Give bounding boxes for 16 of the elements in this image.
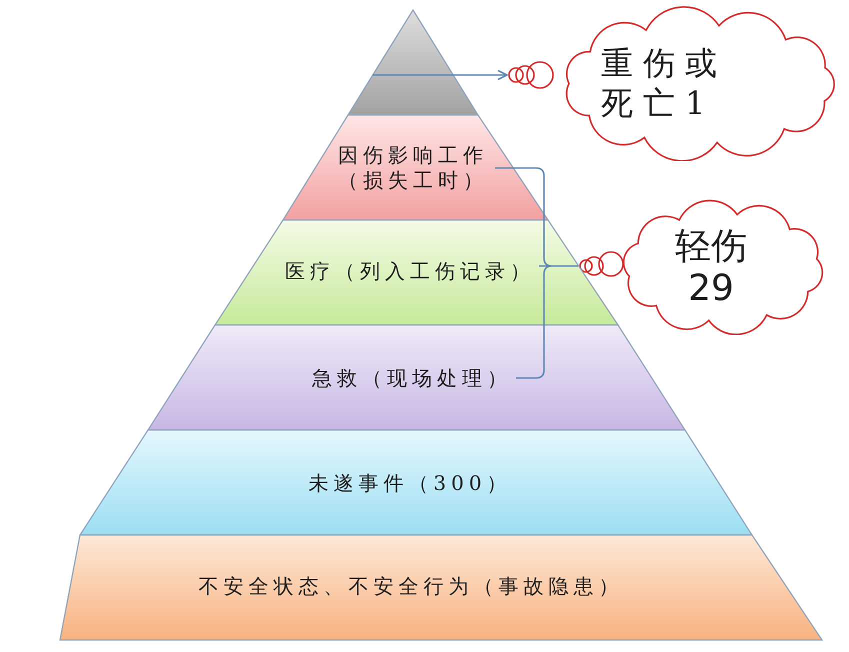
thought-cloud — [508, 5, 836, 161]
pyramid-band — [59, 534, 823, 641]
pyramid-tip — [347, 9, 479, 116]
band-label: 未遂事件（300） — [308, 470, 512, 496]
curly-brace — [494, 167, 579, 379]
band-label: 急救（现场处理） — [312, 365, 512, 391]
arrow — [372, 70, 508, 80]
band-label: 因伤影响工作（损失工时） — [337, 143, 489, 193]
band-label: 不安全状态、不安全行为（事故隐患） — [198, 573, 624, 599]
pyramid-band — [214, 219, 619, 326]
cloud-label: 重伤或死亡1 — [601, 43, 728, 123]
pyramid-band — [147, 324, 686, 431]
pyramid-band — [79, 429, 753, 536]
cloud-label: 轻伤29 — [674, 226, 748, 310]
band-label: 医疗（列入工伤记录） — [285, 258, 535, 284]
thought-cloud — [579, 199, 824, 335]
